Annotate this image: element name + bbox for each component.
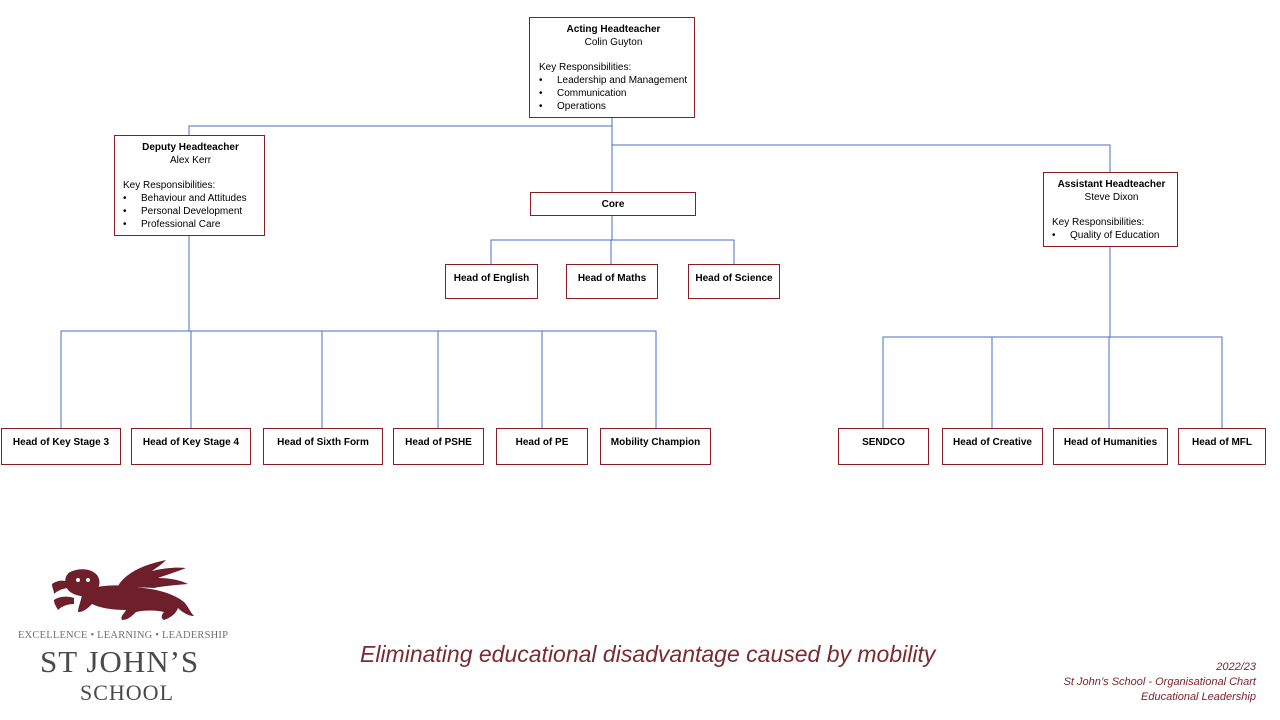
- connector-head-assistant: [612, 144, 1111, 172]
- acting-headteacher-responsibilities: Leadership and Management Communication …: [539, 74, 688, 113]
- acting-headteacher-box: Acting Headteacher Colin Guyton Key Resp…: [529, 17, 695, 118]
- footer: 2022/23 St John’s School - Organisationa…: [1064, 660, 1256, 705]
- responsibility-item: Professional Care: [123, 218, 258, 231]
- responsibility-item: Leadership and Management: [539, 74, 688, 87]
- head-of-pe-box: Head of PE: [496, 428, 588, 465]
- head-of-maths-box: Head of Maths: [566, 264, 658, 299]
- head-of-key-stage-4-box: Head of Key Stage 4: [131, 428, 251, 465]
- griffin-emblem-icon: [52, 560, 194, 620]
- responsibility-item: Quality of Education: [1052, 229, 1171, 242]
- head-of-english-box: Head of English: [445, 264, 538, 299]
- logo-name-line2: SCHOOL: [80, 680, 175, 705]
- acting-headteacher-title: Acting Headteacher: [566, 24, 661, 35]
- assistant-headteacher-name: Steve Dixon: [1084, 192, 1139, 203]
- acting-headteacher-kr-label: Key Responsibilities:: [539, 62, 632, 73]
- school-logo: EXCELLENCE • LEARNING • LEADERSHIP ST JO…: [18, 556, 238, 706]
- connector-core-children: [490, 215, 735, 264]
- head-of-sixth-form-box: Head of Sixth Form: [263, 428, 383, 465]
- deputy-headteacher-name: Alex Kerr: [169, 155, 212, 166]
- head-of-key-stage-3-box: Head of Key Stage 3: [1, 428, 121, 465]
- sendco-box: SENDCO: [838, 428, 929, 465]
- footer-chart-title: St John’s School - Organisational Chart: [1063, 676, 1256, 688]
- head-of-science-box: Head of Science: [688, 264, 780, 299]
- logo-tagline: EXCELLENCE • LEARNING • LEADERSHIP: [18, 630, 229, 641]
- connector-assistant-reports: [882, 246, 1223, 428]
- logo-name-line1: ST JOHN’S: [40, 644, 200, 679]
- footer-subtitle: Educational Leadership: [1141, 691, 1256, 703]
- responsibility-item: Operations: [539, 100, 688, 113]
- deputy-headteacher-box: Deputy Headteacher Alex Kerr Key Respons…: [114, 135, 265, 236]
- responsibility-item: Behaviour and Attitudes: [123, 192, 258, 205]
- core-box: Core: [530, 192, 696, 216]
- assistant-headteacher-box: Assistant Headteacher Steve Dixon Key Re…: [1043, 172, 1178, 247]
- deputy-headteacher-title: Deputy Headteacher: [142, 142, 239, 153]
- deputy-headteacher-kr-label: Key Responsibilities:: [123, 180, 216, 191]
- school-motto: Eliminating educational disadvantage cau…: [360, 641, 936, 667]
- assistant-headteacher-title: Assistant Headteacher: [1057, 179, 1166, 190]
- assistant-headteacher-responsibilities: Quality of Education: [1052, 229, 1171, 242]
- connector-head-deputy: [188, 117, 613, 135]
- head-of-humanities-box: Head of Humanities: [1053, 428, 1168, 465]
- responsibility-item: Personal Development: [123, 205, 258, 218]
- acting-headteacher-name: Colin Guyton: [584, 37, 643, 48]
- footer-year: 2022/23: [1216, 661, 1256, 673]
- head-of-creative-box: Head of Creative: [942, 428, 1043, 465]
- assistant-headteacher-kr-label: Key Responsibilities:: [1052, 217, 1145, 228]
- head-of-pshe-box: Head of PSHE: [393, 428, 484, 465]
- deputy-headteacher-responsibilities: Behaviour and Attitudes Personal Develop…: [123, 192, 258, 231]
- responsibility-item: Communication: [539, 87, 688, 100]
- mobility-champion-box: Mobility Champion: [600, 428, 711, 465]
- head-of-mfl-box: Head of MFL: [1178, 428, 1266, 465]
- connector-deputy-reports: [60, 235, 657, 428]
